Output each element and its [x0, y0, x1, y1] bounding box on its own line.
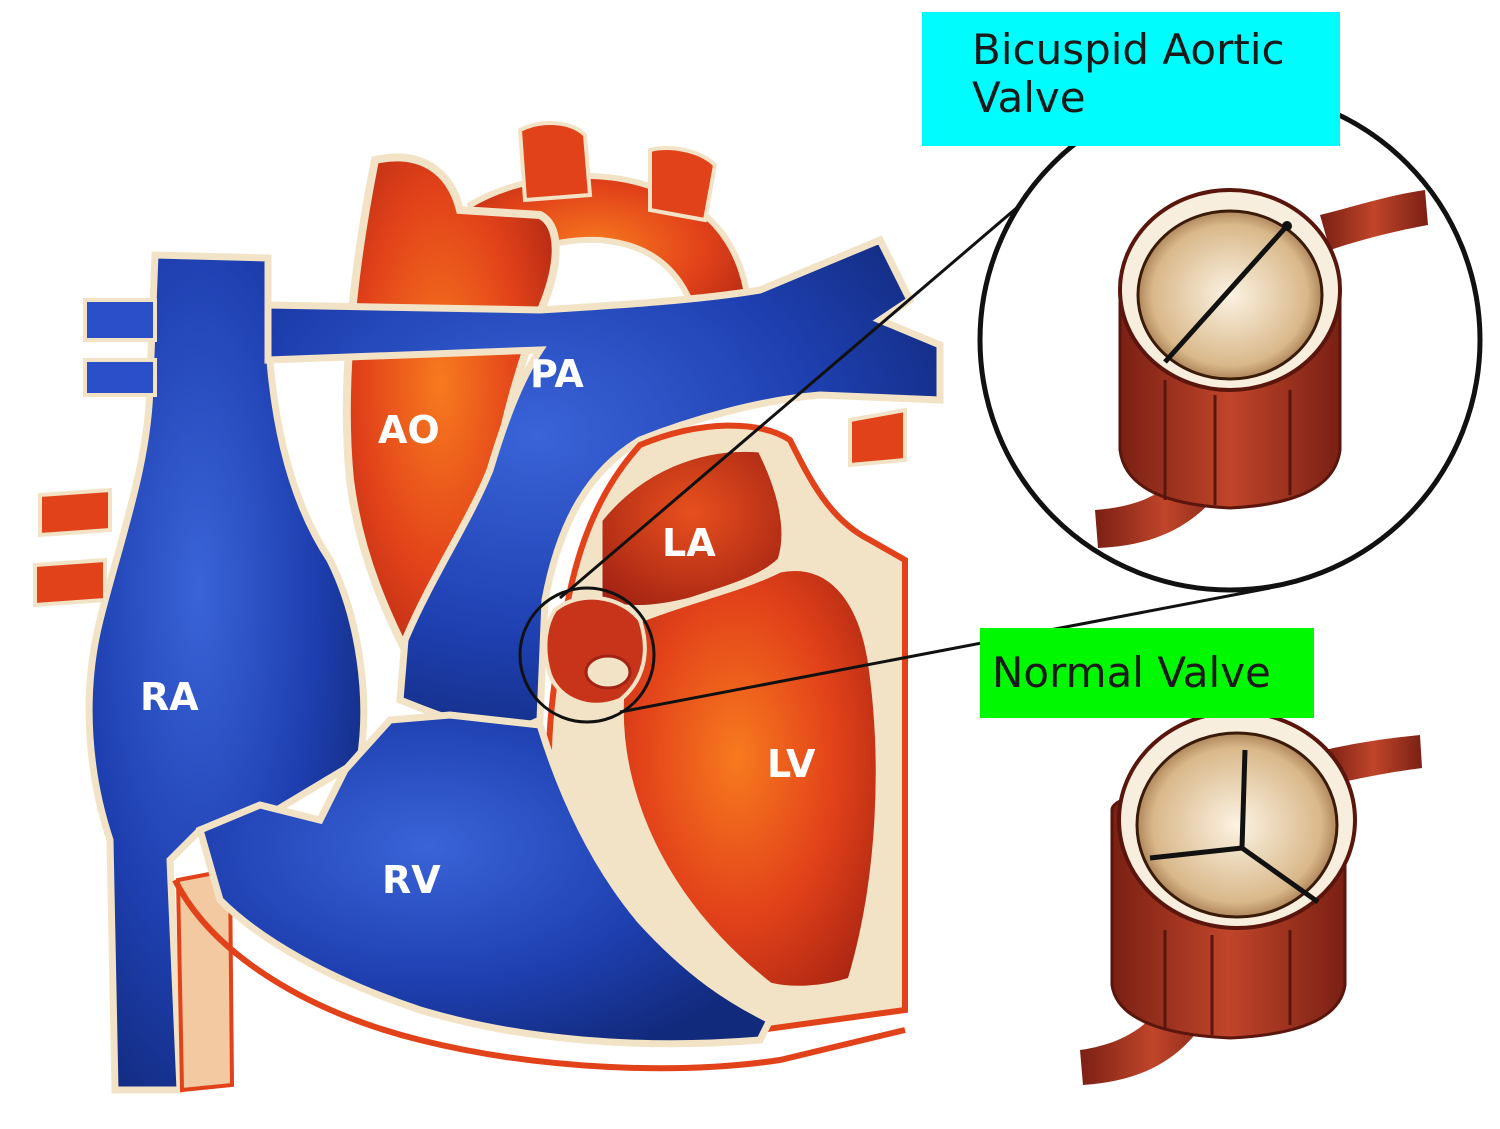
bicuspid-valve-zoom	[977, 87, 1483, 593]
heart-illustration	[33, 121, 944, 1094]
bicuspid-callout-line1: Bicuspid Aortic	[972, 25, 1285, 74]
normal-callout-text: Normal Valve	[992, 648, 1271, 697]
bicuspid-callout-line2: Valve	[972, 73, 1086, 122]
right-atrium-region	[33, 251, 368, 1094]
label-lv: LV	[767, 742, 816, 786]
left-heart	[543, 422, 908, 1034]
bicuspid-valve-callout: Bicuspid Aortic Valve	[922, 12, 1340, 146]
label-pa: PA	[530, 352, 584, 396]
pulmonary-artery	[264, 235, 944, 732]
label-ao: AO	[378, 408, 440, 452]
ventricular-wall	[172, 878, 906, 1072]
normal-valve-callout: Normal Valve	[980, 628, 1314, 718]
normal-valve	[1080, 710, 1422, 1085]
label-rv: RV	[382, 858, 441, 902]
callout-pointer-lines	[559, 186, 1271, 714]
label-ra: RA	[140, 675, 199, 719]
valve-focus-circle	[518, 586, 656, 724]
label-la: LA	[662, 521, 716, 565]
right-ventricle	[195, 711, 775, 1048]
